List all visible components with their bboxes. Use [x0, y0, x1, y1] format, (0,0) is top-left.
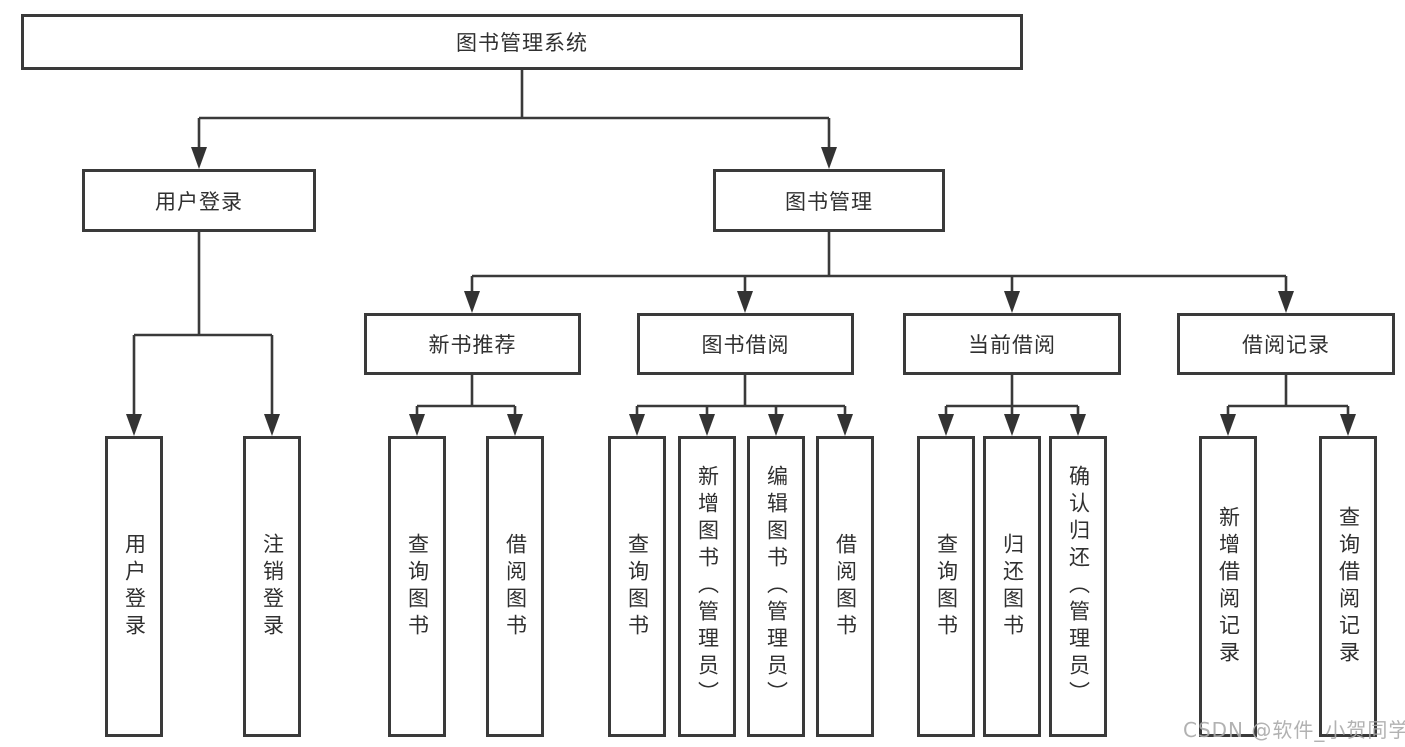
- watermark: CSDN @软件_小贺同学: [1183, 718, 1405, 742]
- leaf-query-borrow-record: 查询借阅记录: [1319, 436, 1377, 737]
- node-borrow-records-label: 借阅记录: [1242, 333, 1330, 357]
- node-book-borrowing-label: 图书借阅: [701, 333, 790, 357]
- leaf-query-books-current: 查询图书: [917, 436, 975, 737]
- leaf-borrow-books-recommend: 借阅图书: [486, 436, 544, 737]
- node-current-borrowing: 当前借阅: [903, 313, 1121, 375]
- leaf-add-books-admin: 新增图书（管理员）: [678, 436, 736, 737]
- leaf-add-borrow-record-label: 新增借阅记录: [1216, 505, 1241, 668]
- leaf-logout-label: 注销登录: [260, 532, 285, 641]
- leaf-logout: 注销登录: [243, 436, 301, 737]
- leaf-query-books-borrow: 查询图书: [608, 436, 666, 737]
- node-user-login-label: 用户登录: [155, 189, 243, 214]
- node-new-book-recommend-label: 新书推荐: [428, 333, 517, 357]
- node-current-borrowing-label: 当前借阅: [968, 333, 1056, 357]
- node-borrow-records: 借阅记录: [1177, 313, 1395, 375]
- node-book-borrowing: 图书借阅: [637, 313, 854, 375]
- leaf-add-borrow-record: 新增借阅记录: [1199, 436, 1257, 737]
- leaf-query-borrow-record-label: 查询借阅记录: [1336, 505, 1361, 668]
- leaf-edit-books-admin: 编辑图书（管理员）: [747, 436, 805, 737]
- leaf-confirm-return-admin-label: 确认归还（管理员）: [1066, 465, 1091, 708]
- leaf-edit-books-admin-label: 编辑图书（管理员）: [764, 465, 789, 708]
- node-book-management-label: 图书管理: [785, 189, 873, 214]
- node-root-system: 图书管理系统: [21, 14, 1023, 70]
- leaf-query-books-recommend-label: 查询图书: [405, 532, 430, 641]
- leaf-return-books-label: 归还图书: [1000, 532, 1025, 641]
- node-book-management: 图书管理: [713, 169, 945, 232]
- leaf-borrow-books-label: 借阅图书: [833, 532, 858, 641]
- node-new-book-recommend: 新书推荐: [364, 313, 581, 375]
- leaf-confirm-return-admin: 确认归还（管理员）: [1049, 436, 1107, 737]
- leaf-user-login: 用户登录: [105, 436, 163, 737]
- leaf-add-books-admin-label: 新增图书（管理员）: [695, 465, 720, 708]
- leaf-borrow-books-recommend-label: 借阅图书: [503, 532, 528, 641]
- leaf-query-books-recommend: 查询图书: [388, 436, 446, 737]
- leaf-return-books: 归还图书: [983, 436, 1041, 737]
- leaf-query-books-current-label: 查询图书: [934, 532, 959, 641]
- node-user-login: 用户登录: [82, 169, 316, 232]
- node-root-system-label: 图书管理系统: [456, 31, 588, 55]
- leaf-borrow-books: 借阅图书: [816, 436, 874, 737]
- leaf-user-login-label: 用户登录: [122, 532, 147, 641]
- leaf-query-books-borrow-label: 查询图书: [625, 532, 650, 641]
